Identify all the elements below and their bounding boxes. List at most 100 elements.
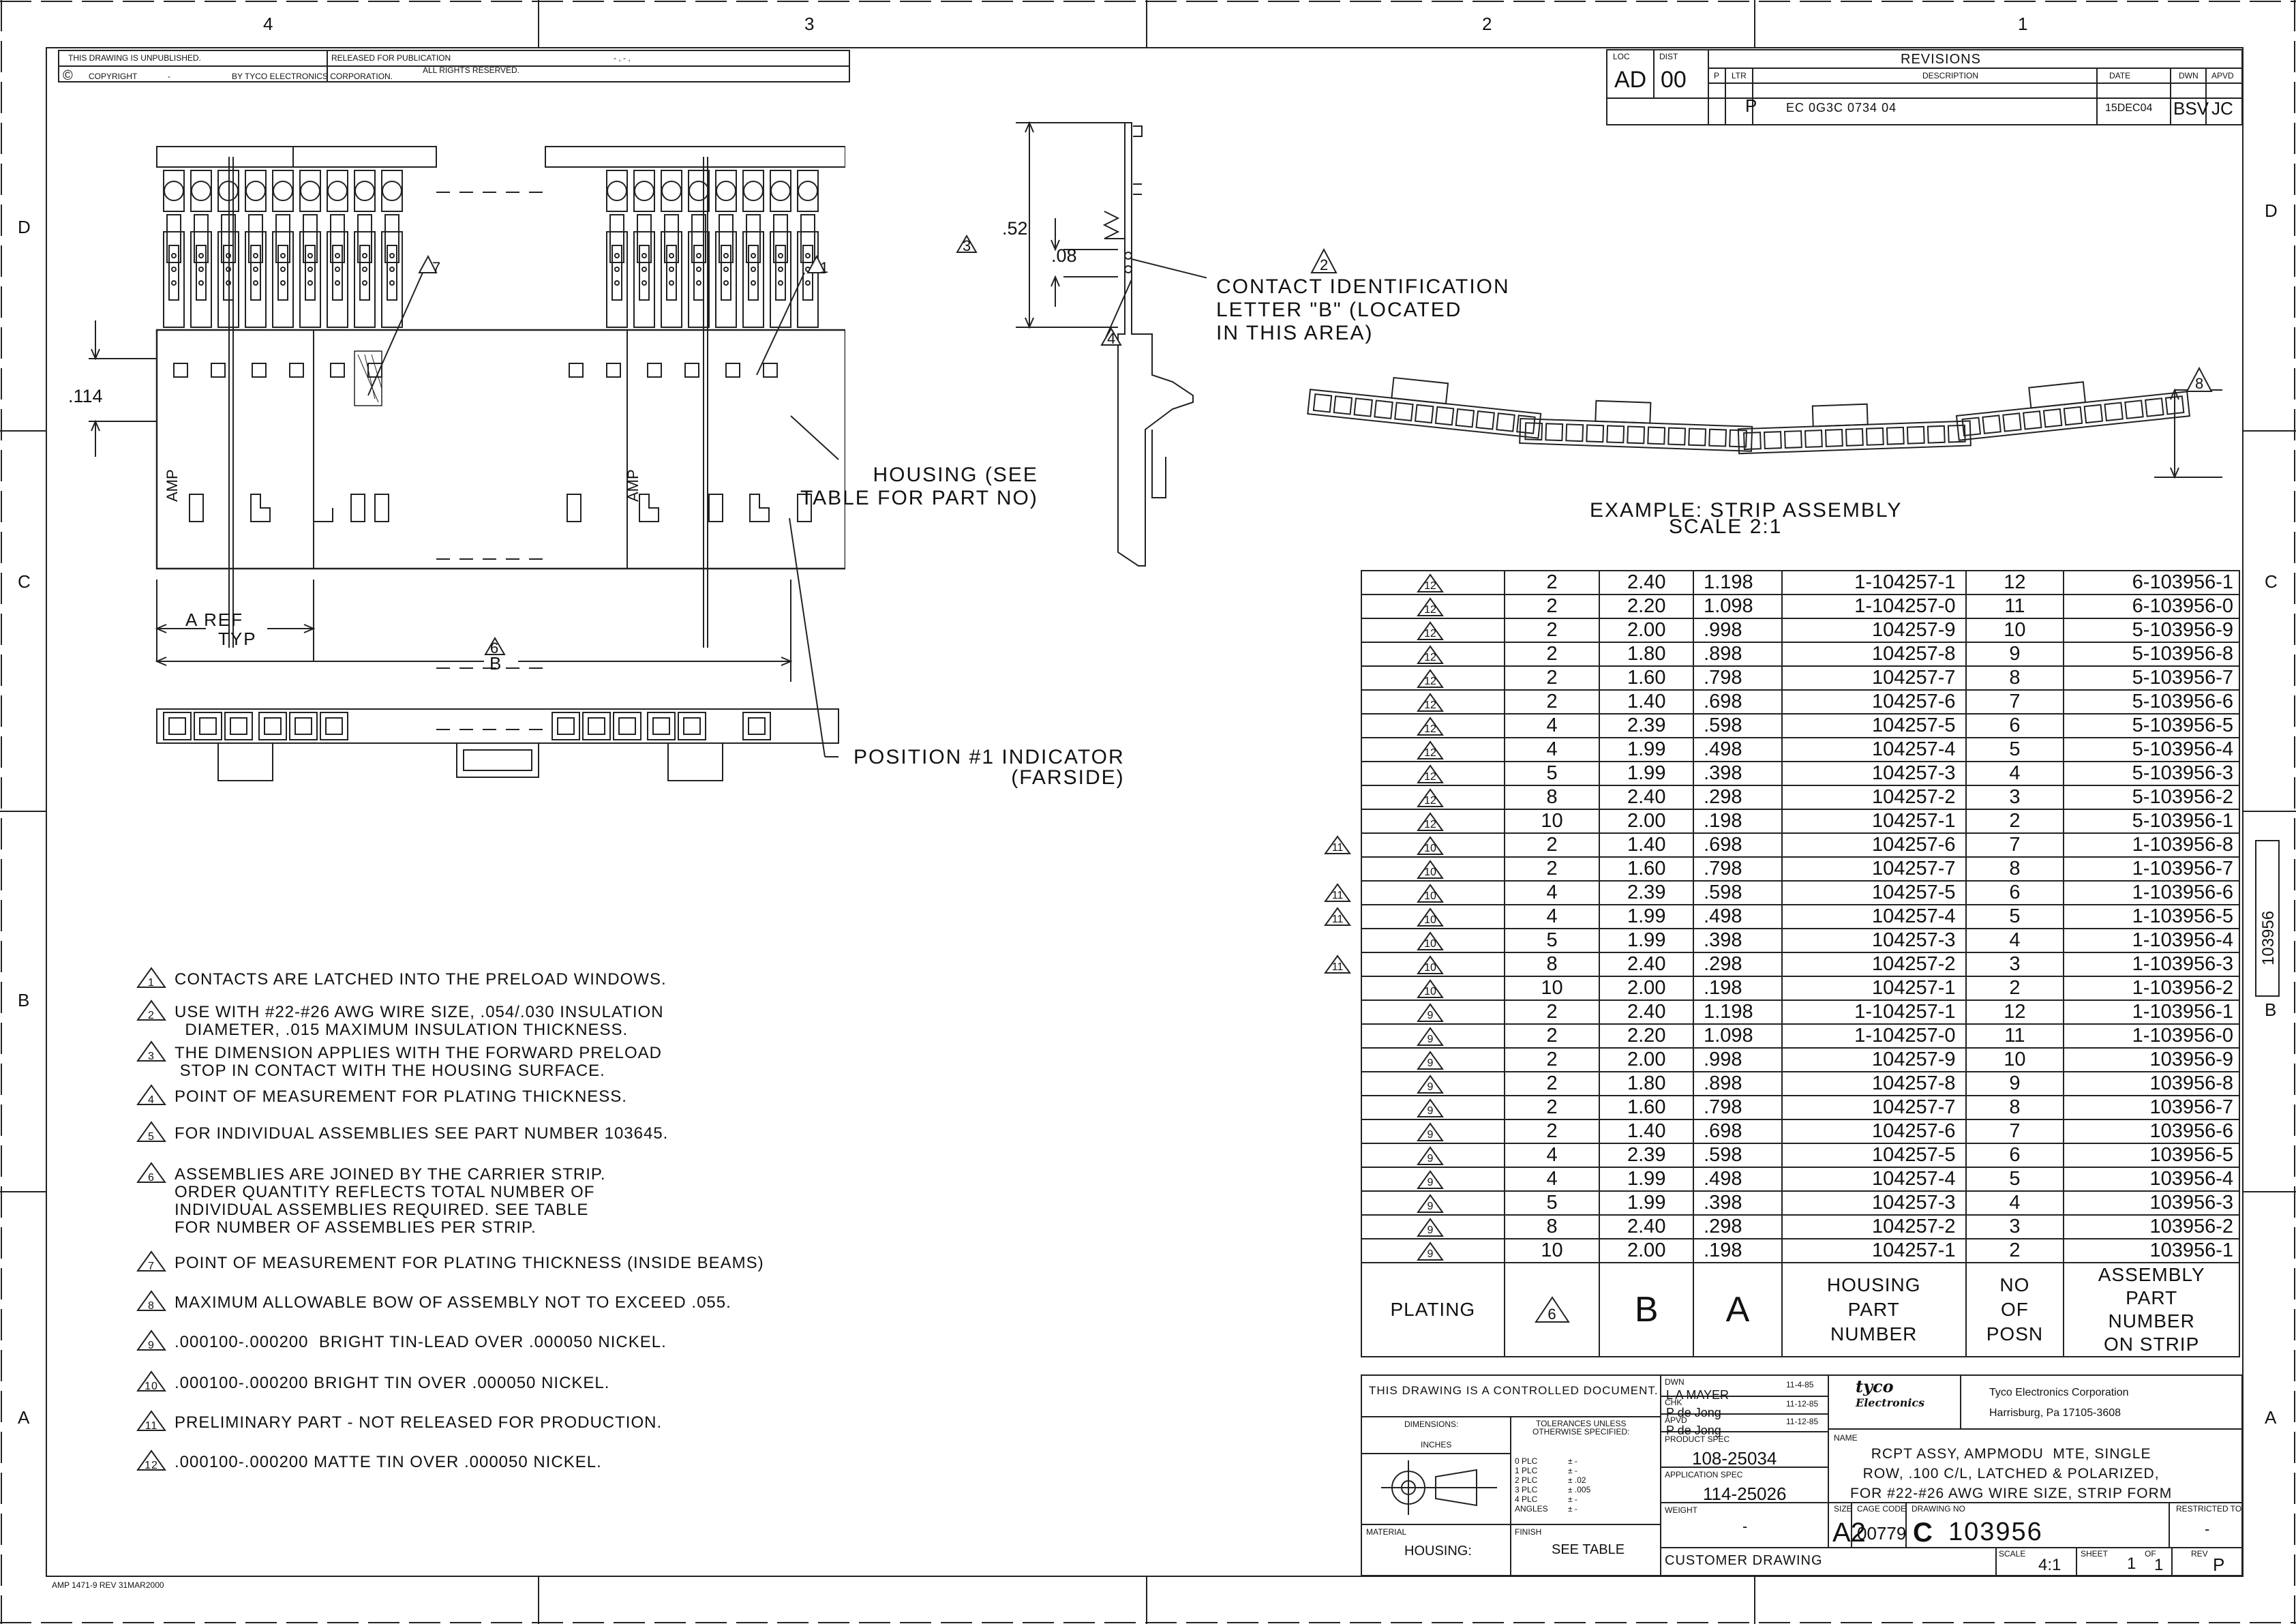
flag-triangle-icon: 12	[1417, 812, 1444, 832]
positions-cell: 12	[1965, 999, 2065, 1025]
quantity-cell: 4	[1503, 904, 1601, 929]
a-dim-cell: .698	[1693, 832, 1783, 858]
plating-cell: 12	[1361, 785, 1505, 810]
chk-date: 11-12-85	[1786, 1399, 1819, 1409]
assembly-part-cell: 5-103956-9	[2063, 618, 2240, 643]
flag-4-label: 4	[1107, 330, 1116, 347]
quantity-cell: 8	[1503, 952, 1601, 977]
quantity-cell: 10	[1503, 809, 1601, 834]
positions-cell: 3	[1965, 785, 2065, 810]
assembly-part-cell: 1-103956-2	[2063, 976, 2240, 1001]
assembly-part-cell: 6-103956-0	[2063, 594, 2240, 619]
tolerance-value: ± -	[1568, 1456, 1577, 1466]
housing-part-cell: 104257-4	[1781, 904, 1967, 929]
zone-side-c-left: C	[18, 571, 31, 592]
flag-triangle-icon: 10	[1417, 955, 1444, 975]
flag-triangle-icon: 12	[1417, 740, 1444, 760]
zone-side-a-left: A	[18, 1407, 30, 1428]
b-dim-cell: 1.60	[1599, 856, 1695, 882]
quantity-cell: 8	[1503, 785, 1601, 810]
plating-cell: 12	[1361, 713, 1505, 738]
weight-label: WEIGHT	[1665, 1505, 1697, 1515]
positions-cell: 8	[1965, 1095, 2065, 1120]
housing-part-cell: 104257-3	[1781, 928, 1967, 953]
a-dim-cell: .498	[1693, 737, 1783, 762]
housing-part-cell: 104257-1	[1781, 976, 1967, 1001]
plating-cell: 9	[1361, 1190, 1505, 1216]
a-dim-cell: .198	[1693, 1238, 1783, 1263]
note-text: FOR INDIVIDUAL ASSEMBLIES SEE PART NUMBE…	[175, 1124, 669, 1143]
quantity-cell: 2	[1503, 642, 1601, 667]
assembly-part-cell: 103956-9	[2063, 1047, 2240, 1072]
footer-assy: ASSEMBLY PART NUMBER ON STRIP	[2063, 1262, 2240, 1357]
a-dim-cell: .398	[1693, 761, 1783, 786]
strip-example-scale: SCALE 2:1	[1669, 515, 1783, 538]
dim-08: .08	[1051, 245, 1077, 266]
zone-top-4: 4	[263, 14, 273, 34]
drawing-no-value: 103956	[1948, 1518, 2043, 1546]
size-value: A2	[1832, 1518, 1866, 1548]
note-text: THE DIMENSION APPLIES WITH THE FORWARD P…	[175, 1044, 662, 1080]
tolerance-place: 0 PLC	[1515, 1456, 1538, 1466]
a-dim-cell: .198	[1693, 976, 1783, 1001]
flag-triangle-icon: 9	[1417, 1027, 1444, 1047]
housing-part-cell: 104257-5	[1781, 1143, 1967, 1168]
note-item: 5 FOR INDIVIDUAL ASSEMBLIES SEE PART NUMB…	[136, 1121, 669, 1143]
housing-part-cell: 104257-3	[1781, 1190, 1967, 1216]
amp-mark-1: AMP	[164, 469, 181, 502]
tolerance-value: ± -	[1568, 1504, 1577, 1514]
dimensions-value: INCHES	[1421, 1440, 1452, 1449]
copyright-by: BY TYCO ELECTRONICS CORPORATION.	[232, 72, 393, 81]
rev-value: P	[2213, 1554, 2225, 1575]
quantity-cell: 2	[1503, 1047, 1601, 1072]
housing-part-cell: 104257-7	[1781, 856, 1967, 882]
plating-cell: 12	[1361, 761, 1505, 786]
flag-triangle-icon: 9	[1417, 1003, 1444, 1023]
zone-side-b-left: B	[18, 990, 30, 1010]
sheet-value: 1	[2127, 1554, 2136, 1573]
assembly-part-cell: 1-103956-1	[2063, 999, 2240, 1025]
assembly-part-cell: 5-103956-2	[2063, 785, 2240, 810]
note-text: POINT OF MEASUREMENT FOR PLATING THICKNE…	[175, 1087, 627, 1106]
tolerances-heading: TOLERANCES UNLESS OTHERWISE SPECIFIED:	[1532, 1419, 1630, 1437]
positions-cell: 11	[1965, 1023, 2065, 1049]
b-dim-cell: 2.00	[1599, 1047, 1695, 1072]
b-dim-cell: 2.39	[1599, 1143, 1695, 1168]
positions-cell: 8	[1965, 665, 2065, 691]
form-number: AMP 1471-9 REV 31MAR2000	[52, 1580, 164, 1590]
b-dim-cell: 1.99	[1599, 737, 1695, 762]
plating-cell: 12	[1361, 594, 1505, 619]
b-dim-cell: 2.00	[1599, 809, 1695, 834]
flag-triangle-icon: 12	[1417, 693, 1444, 712]
cage-value: 00779	[1857, 1523, 1907, 1544]
finish-label: FINISH	[1515, 1527, 1542, 1537]
flag-triangle-icon: 9	[1417, 1170, 1444, 1190]
note-text: CONTACTS ARE LATCHED INTO THE PRELOAD WI…	[175, 970, 667, 989]
rev-col-dwn: DWN	[2179, 71, 2199, 80]
flag-triangle-icon: 10	[1417, 931, 1444, 951]
flag-triangle-icon: 9	[1417, 1098, 1444, 1118]
assembly-part-cell: 103956-8	[2063, 1071, 2240, 1096]
flag-triangle-icon: 9	[1417, 1122, 1444, 1142]
positions-cell: 6	[1965, 713, 2065, 738]
flag-triangle-icon: 12	[1417, 621, 1444, 641]
rev-row-dwn: BSV	[2173, 98, 2209, 119]
strip-example-title: EXAMPLE: STRIP ASSEMBLY	[1590, 499, 1903, 522]
footer-housing: HOUSING PART NUMBER	[1781, 1262, 1967, 1357]
flag-triangle-icon: 5	[136, 1121, 166, 1143]
side-part-tab: 103956	[2255, 840, 2280, 997]
part-name: RCPT ASSY, AMPMODU MTE, SINGLE ROW, .100…	[1850, 1446, 2173, 1501]
weight-value: -	[1742, 1518, 1748, 1535]
